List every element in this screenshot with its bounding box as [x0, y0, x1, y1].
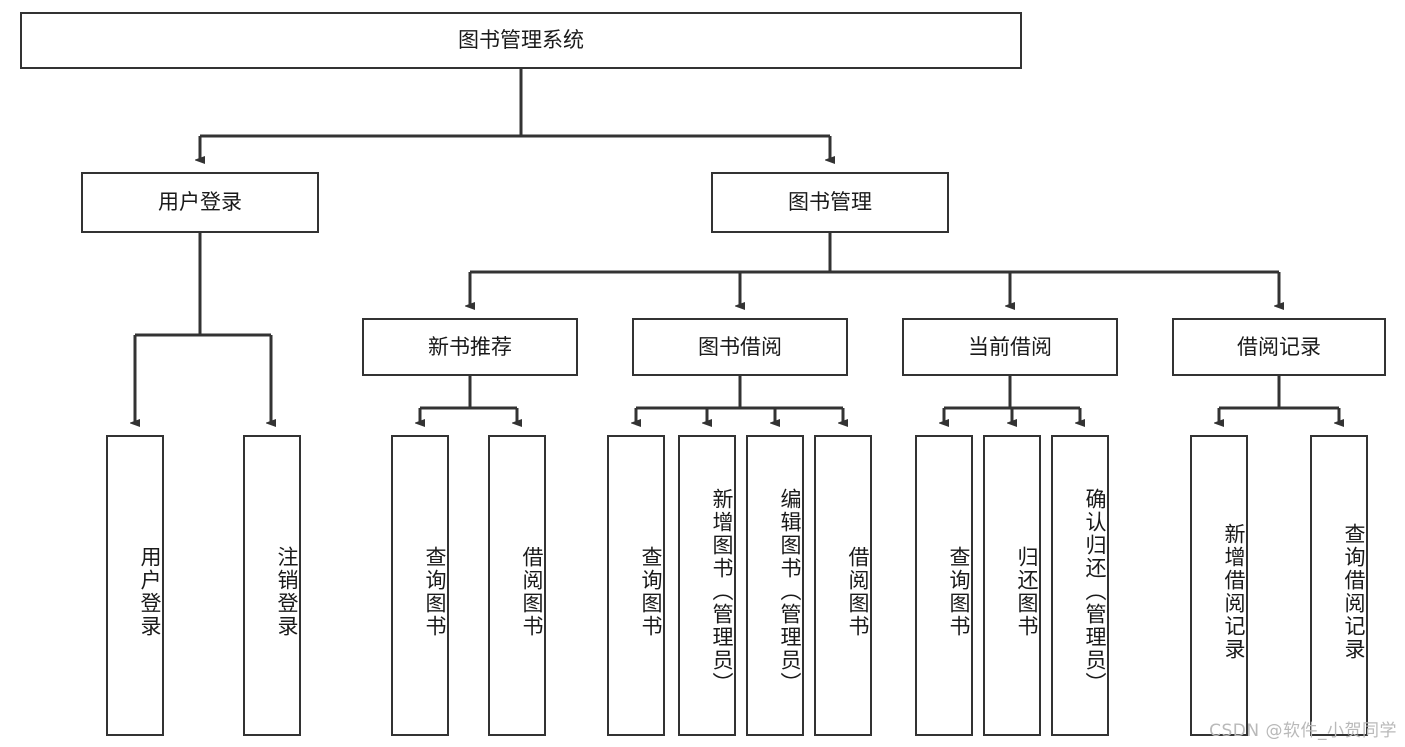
node-book-borrow-label: 图书借阅: [698, 334, 782, 359]
node-leaf-borrow-book[interactable]: 借阅图书: [814, 435, 872, 736]
csdn-watermark: CSDN @软件_小贺同学: [1209, 721, 1397, 741]
node-user-login-label: 用户登录: [158, 190, 242, 215]
node-leaf-query-book-borrow[interactable]: 查询图书: [607, 435, 665, 736]
node-leaf-query-book-recommend-label: 查询图书: [423, 545, 447, 638]
node-borrow-record[interactable]: 借阅记录: [1172, 318, 1386, 376]
edge-group-user-login: [135, 233, 271, 423]
node-leaf-user-login[interactable]: 用户登录: [106, 435, 164, 736]
edge-group-borrow-record: [1219, 376, 1339, 423]
node-user-login[interactable]: 用户登录: [81, 172, 319, 233]
node-leaf-confirm-return-admin-label: 确认归还（管理员）: [1083, 488, 1107, 695]
node-leaf-query-book-current[interactable]: 查询图书: [915, 435, 973, 736]
node-root[interactable]: 图书管理系统: [20, 12, 1022, 69]
node-leaf-query-borrow-record[interactable]: 查询借阅记录: [1310, 435, 1368, 736]
node-leaf-add-book-admin[interactable]: 新增图书（管理员）: [678, 435, 736, 736]
node-current-borrow[interactable]: 当前借阅: [902, 318, 1118, 376]
node-leaf-query-borrow-record-label: 查询借阅记录: [1342, 522, 1366, 661]
node-leaf-user-login-label: 用户登录: [138, 545, 162, 638]
node-leaf-borrow-book-recommend-label: 借阅图书: [520, 545, 544, 638]
node-leaf-return-book[interactable]: 归还图书: [983, 435, 1041, 736]
node-new-book-recommend-label: 新书推荐: [428, 334, 512, 359]
node-leaf-edit-book-admin-label: 编辑图书（管理员）: [778, 488, 802, 695]
edge-group-book-manage: [470, 233, 1279, 306]
node-leaf-query-book-current-label: 查询图书: [947, 545, 971, 638]
node-leaf-edit-book-admin[interactable]: 编辑图书（管理员）: [746, 435, 804, 736]
node-leaf-add-book-admin-label: 新增图书（管理员）: [710, 488, 734, 695]
node-leaf-query-book-recommend[interactable]: 查询图书: [391, 435, 449, 736]
node-book-borrow[interactable]: 图书借阅: [632, 318, 848, 376]
node-leaf-return-book-label: 归还图书: [1015, 545, 1039, 638]
node-new-book-recommend[interactable]: 新书推荐: [362, 318, 578, 376]
node-root-label: 图书管理系统: [458, 28, 584, 53]
node-leaf-confirm-return-admin[interactable]: 确认归还（管理员）: [1051, 435, 1109, 736]
node-current-borrow-label: 当前借阅: [968, 334, 1052, 359]
edge-group-root: [200, 69, 830, 160]
node-book-manage-label: 图书管理: [788, 190, 872, 215]
node-leaf-borrow-book-recommend[interactable]: 借阅图书: [488, 435, 546, 736]
node-leaf-add-borrow-record-label: 新增借阅记录: [1222, 522, 1246, 661]
edge-group-book-borrow: [636, 376, 843, 423]
edge-group-current-borrow: [944, 376, 1080, 423]
edge-group-new-book-recommend: [420, 376, 517, 423]
node-leaf-user-logout[interactable]: 注销登录: [243, 435, 301, 736]
node-leaf-user-logout-label: 注销登录: [275, 545, 299, 638]
node-leaf-add-borrow-record[interactable]: 新增借阅记录: [1190, 435, 1248, 736]
node-leaf-borrow-book-label: 借阅图书: [846, 545, 870, 638]
node-leaf-query-book-borrow-label: 查询图书: [639, 545, 663, 638]
node-borrow-record-label: 借阅记录: [1237, 334, 1321, 359]
node-book-manage[interactable]: 图书管理: [711, 172, 949, 233]
